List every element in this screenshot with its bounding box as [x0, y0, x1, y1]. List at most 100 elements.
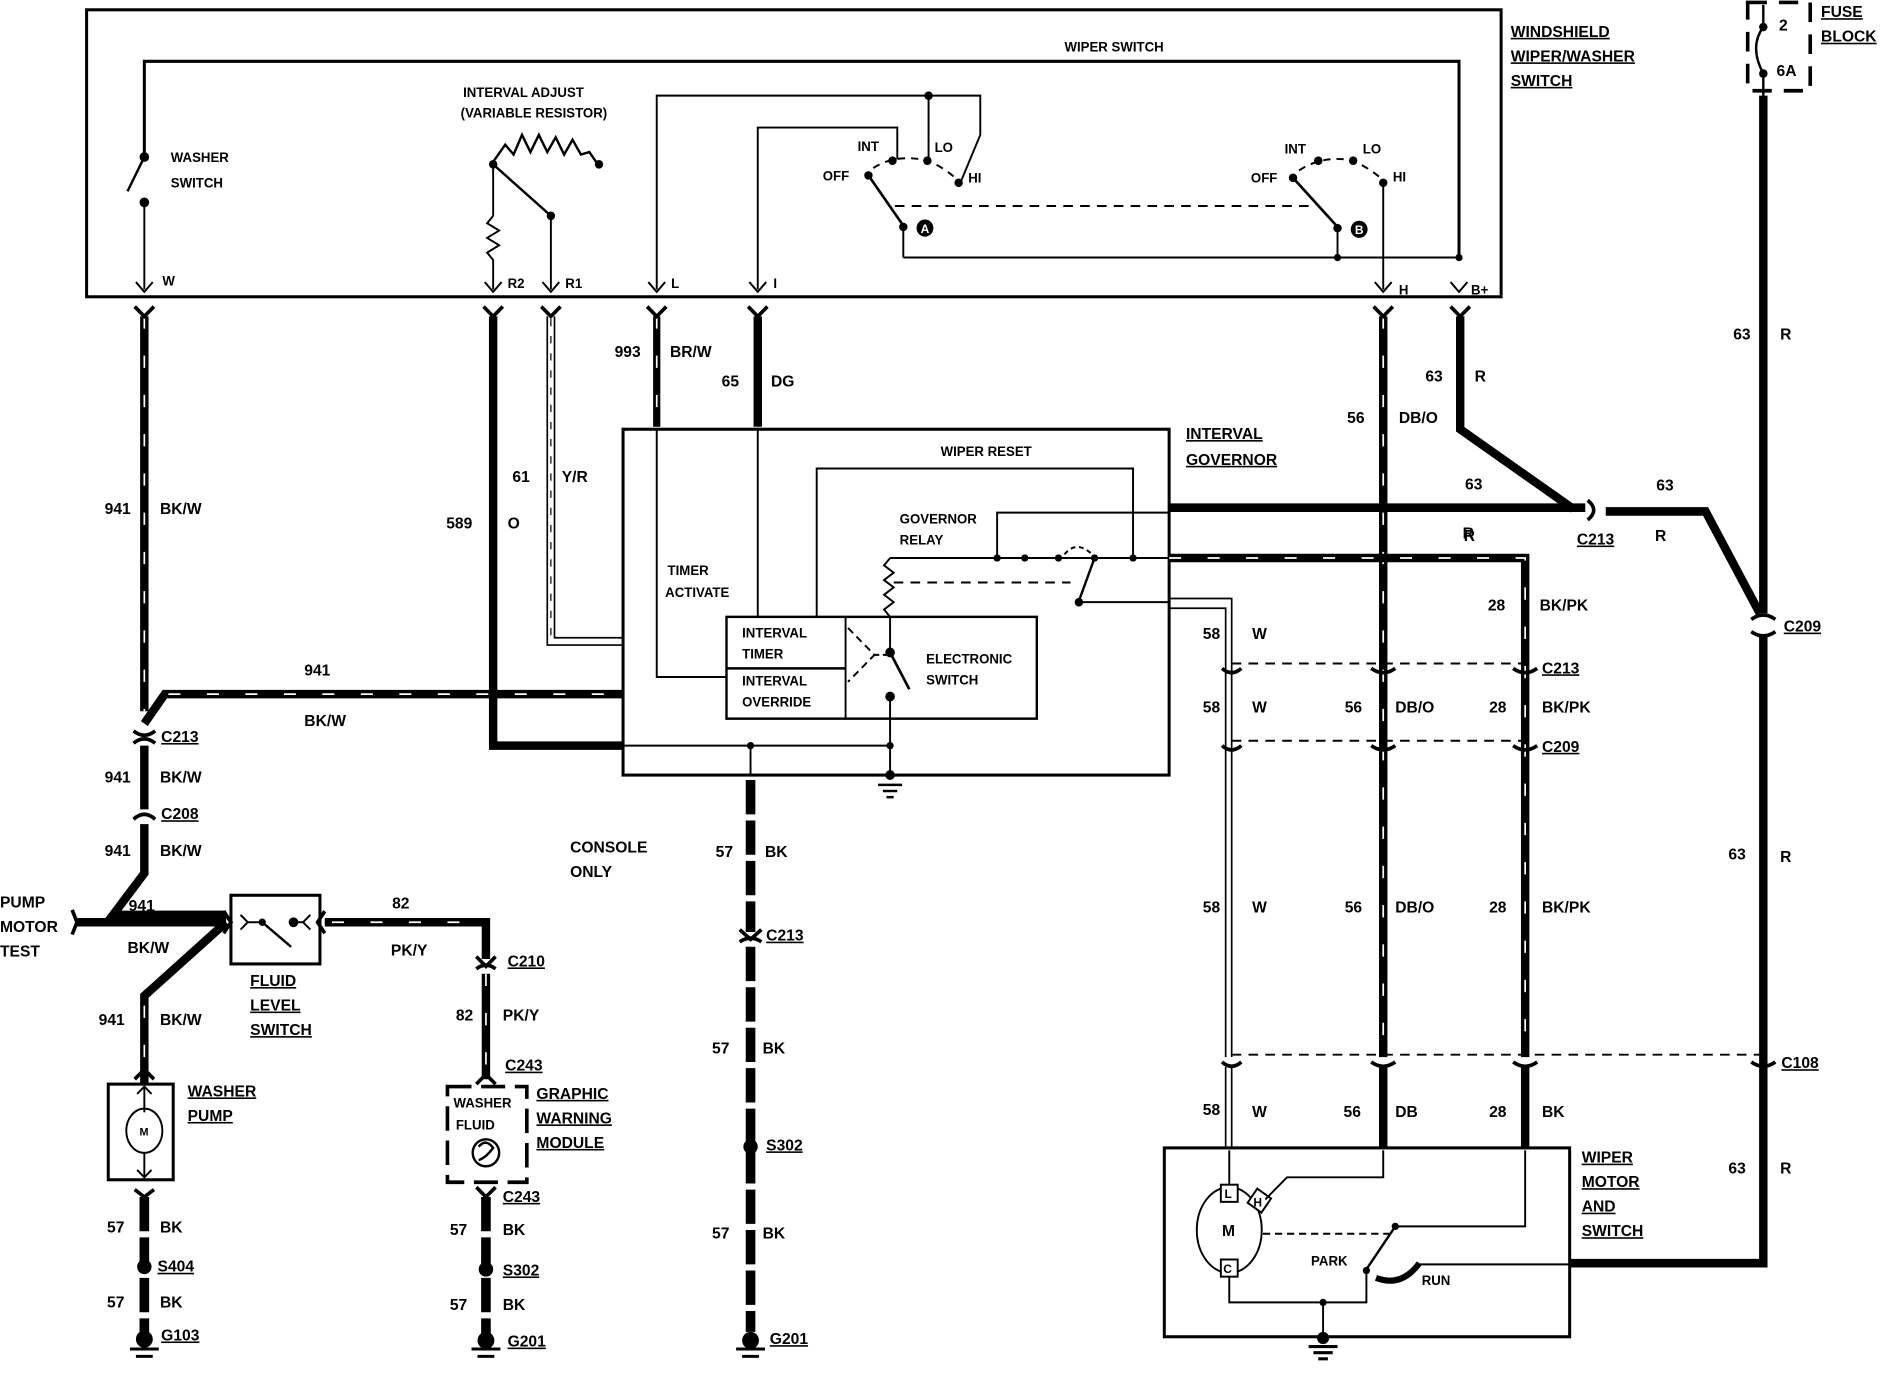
wiper-reset-line [815, 467, 1135, 617]
svg-text:63: 63 [1733, 327, 1751, 344]
interval-timer: INTERVAL TIMER [742, 626, 807, 662]
svg-text:R2: R2 [508, 276, 525, 291]
svg-text:BK/W: BK/W [304, 713, 346, 730]
svg-text:DB/O: DB/O [1395, 899, 1434, 916]
svg-text:941: 941 [129, 898, 155, 915]
console-only-note: CONSOLE ONLY [570, 839, 647, 881]
svg-text:63: 63 [1656, 477, 1674, 494]
svg-text:82: 82 [392, 896, 410, 913]
svg-text:SWITCH: SWITCH [171, 176, 223, 191]
svg-text:BK: BK [765, 844, 788, 861]
pump-motor-test: PUMP MOTOR TEST [0, 894, 79, 961]
svg-text:MODULE: MODULE [536, 1135, 604, 1152]
svg-text:589: 589 [446, 515, 472, 532]
svg-text:S404: S404 [158, 1259, 195, 1276]
wire-63-bplus: 63 R [1425, 305, 1576, 513]
svg-text:H: H [1399, 282, 1409, 297]
svg-text:BK/PK: BK/PK [1542, 699, 1591, 716]
svg-text:58: 58 [1203, 899, 1221, 916]
svg-text:941: 941 [105, 501, 131, 518]
wire-941-c: 941 BK/W [105, 745, 202, 810]
svg-text:G201: G201 [770, 1331, 808, 1348]
svg-text:57: 57 [450, 1297, 468, 1314]
svg-text:WIPER: WIPER [1582, 1149, 1634, 1166]
connector-row-c213: C213 [1220, 660, 1580, 677]
svg-text:PARK: PARK [1311, 1254, 1348, 1269]
svg-text:WINDSHIELD: WINDSHIELD [1511, 24, 1610, 41]
svg-text:BK: BK [1542, 1104, 1565, 1121]
wiper-motor-ground-icon [1308, 1331, 1338, 1361]
svg-text:AND: AND [1582, 1199, 1616, 1216]
svg-text:6A: 6A [1777, 63, 1797, 80]
svg-text:A: A [921, 222, 930, 236]
svg-text:63: 63 [1425, 368, 1443, 385]
svg-text:BK: BK [503, 1297, 526, 1314]
wire-63-right: C209 63 R 63 R [1569, 613, 1821, 1268]
svg-text:MOTOR: MOTOR [0, 919, 58, 936]
svg-text:G201: G201 [508, 1333, 546, 1350]
svg-text:TIMER: TIMER [742, 646, 784, 661]
svg-text:58: 58 [1203, 626, 1221, 643]
svg-text:58: 58 [1203, 699, 1221, 716]
svg-text:C243: C243 [505, 1058, 543, 1075]
svg-text:RELAY: RELAY [900, 532, 944, 547]
svg-text:OFF: OFF [823, 168, 849, 183]
svg-text:R: R [1780, 327, 1792, 344]
washer-pump-ground-wire: 57 BK S404 57 BK G103 [107, 1188, 200, 1358]
svg-text:DB/O: DB/O [1399, 410, 1438, 427]
wiper-motor-box [1162, 1146, 1572, 1339]
wire-58: 58 W [1169, 597, 1267, 1058]
svg-text:SWITCH: SWITCH [926, 672, 978, 687]
graphic-warning-module: WASHER FLUID GRAPHIC WARNING MODULE [445, 1084, 612, 1185]
svg-text:82: 82 [456, 1007, 474, 1024]
svg-text:57: 57 [712, 1226, 730, 1243]
svg-text:BK: BK [160, 1219, 183, 1236]
svg-text:G103: G103 [161, 1327, 199, 1344]
svg-text:941: 941 [99, 1012, 125, 1029]
svg-text:MOTOR: MOTOR [1582, 1174, 1640, 1191]
svg-text:LO: LO [935, 140, 953, 155]
connector-c208: C208 [132, 806, 199, 823]
svg-text:BK/W: BK/W [160, 1012, 202, 1029]
svg-text:R: R [1475, 368, 1487, 385]
wire-82: 82 PK/Y C210 82 PK/Y C243 [324, 896, 545, 1086]
wiper-reset-label: WIPER RESET [941, 444, 1033, 459]
governor-ground-icon [878, 770, 903, 799]
svg-text:B: B [1355, 223, 1364, 237]
svg-text:RUN: RUN [1422, 1273, 1451, 1288]
svg-text:58: 58 [1203, 1102, 1221, 1119]
svg-text:BK/W: BK/W [160, 843, 202, 860]
svg-text:R: R [1463, 525, 1475, 542]
interval-governor-title: INTERVAL GOVERNOR [1186, 426, 1278, 469]
wire-57-governor: C213 57 BK 57 BK S302 57 BK G201 [712, 779, 808, 1358]
svg-text:BK/PK: BK/PK [1542, 899, 1591, 916]
fuse-block: 2 6A FUSE BLOCK [1745, 0, 1877, 96]
svg-text:W: W [1252, 626, 1267, 643]
svg-text:941: 941 [105, 769, 131, 786]
svg-text:BK/W: BK/W [160, 769, 202, 786]
svg-text:C209: C209 [1542, 739, 1580, 756]
svg-text:INT: INT [1285, 141, 1307, 156]
wiper-switch-b: B INT LO HI OFF [1251, 141, 1463, 290]
svg-text:65: 65 [722, 373, 740, 390]
wire-65: 65 DG [722, 305, 794, 427]
wire-labels-row4: 58 W 56 DB 28 BK [1203, 1066, 1565, 1147]
gwm-ground-wire: C243 57 BK S302 57 BK G201 [450, 1185, 546, 1358]
svg-text:63: 63 [1728, 847, 1746, 864]
svg-text:SWITCH: SWITCH [1582, 1223, 1644, 1240]
svg-text:993: 993 [615, 344, 641, 361]
svg-text:56: 56 [1345, 699, 1363, 716]
connector-c213-left: C213 [132, 729, 199, 746]
wire-56-upper: 56 DB/O [1347, 305, 1438, 1058]
svg-text:DB: DB [1395, 1104, 1418, 1121]
svg-text:M: M [1222, 1223, 1235, 1240]
windshield-switch-title: WINDSHIELD WIPER/WASHER SWITCH [1511, 24, 1636, 90]
svg-text:ONLY: ONLY [570, 864, 612, 881]
svg-text:28: 28 [1489, 899, 1507, 916]
svg-text:C108: C108 [1781, 1055, 1819, 1072]
svg-text:R: R [1655, 528, 1667, 545]
svg-text:57: 57 [712, 1040, 730, 1057]
svg-text:TIMER: TIMER [668, 563, 710, 578]
wire-941: 941 BK/W [105, 305, 202, 712]
